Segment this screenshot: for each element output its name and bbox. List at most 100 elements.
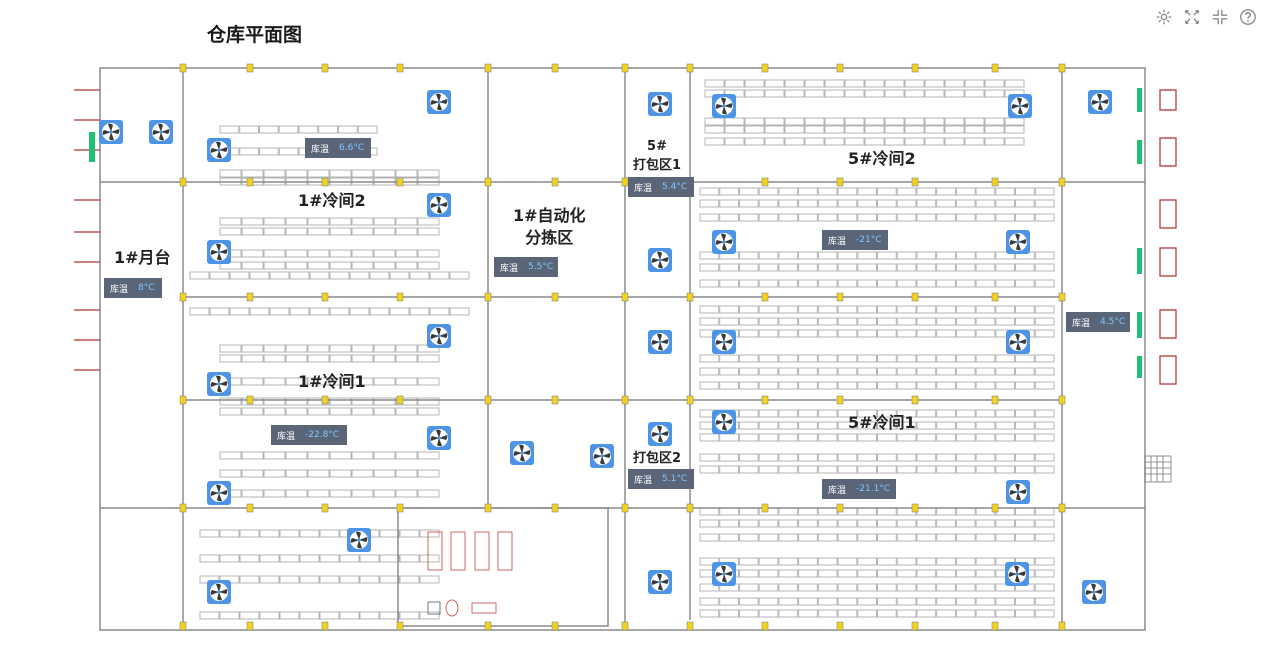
fan-icon[interactable] [427, 426, 451, 450]
fan-icon[interactable] [648, 422, 672, 446]
rack-cell [798, 213, 818, 222]
temp-label: 库温 [500, 263, 519, 274]
rack-cell [824, 117, 845, 126]
zone-5-cold-room-2[interactable]: 5#冷间2 [848, 149, 916, 168]
temp-badge-1-cold-room-1[interactable]: 库温-22.8°C [271, 425, 347, 445]
column-marker [396, 621, 404, 631]
rack-cell [329, 249, 352, 258]
rack-cell [241, 249, 264, 258]
zone-5-cold-room-1[interactable]: 5#冷间1 [848, 413, 916, 432]
rack-cell [784, 137, 805, 146]
fan-icon[interactable] [510, 441, 534, 465]
fan-icon[interactable] [648, 92, 672, 116]
fan-icon[interactable] [1088, 90, 1112, 114]
fan-icon[interactable] [1006, 330, 1030, 354]
rack-cell [1034, 329, 1055, 338]
rack-cell [285, 489, 308, 498]
rack-cell [259, 125, 279, 134]
rack-cell [764, 89, 785, 98]
zone-1-dock[interactable]: 1#月台 [114, 248, 171, 267]
rack-cell [975, 251, 996, 260]
rack-cell [285, 469, 308, 478]
zone-1-auto-sorting[interactable]: 1#自动化 分拣区 [513, 206, 586, 247]
rack-cell [896, 557, 917, 566]
fan-icon[interactable] [1082, 580, 1106, 604]
rack-cell [975, 583, 996, 592]
rack-cell [219, 354, 242, 363]
fan-icon[interactable] [1006, 480, 1030, 504]
fan-icon[interactable] [207, 481, 231, 505]
column-marker [551, 621, 559, 631]
fan-icon[interactable] [590, 444, 614, 468]
fan-icon[interactable] [648, 248, 672, 272]
fan-icon[interactable] [207, 138, 231, 162]
column-marker [246, 292, 254, 302]
fan-icon[interactable] [712, 330, 736, 354]
fan-icon[interactable] [648, 570, 672, 594]
rack-cell [857, 213, 877, 222]
settings-icon[interactable] [1155, 8, 1173, 26]
rack-cell [389, 271, 410, 280]
rack-cell [975, 421, 996, 430]
rack-cell [758, 329, 779, 338]
temp-label: 库温 [828, 485, 847, 496]
rack-cell [916, 279, 937, 288]
rack-cell [995, 367, 1016, 376]
fan-icon[interactable] [427, 324, 451, 348]
page-title: 仓库平面图 [207, 24, 303, 46]
fan-icon[interactable] [427, 90, 451, 114]
fan-icon[interactable] [207, 580, 231, 604]
column-marker [396, 292, 404, 302]
rack-cell [804, 79, 825, 88]
fan-icon[interactable] [347, 528, 371, 552]
temp-value: 5.4°C [662, 182, 688, 192]
rack-cell [1015, 354, 1035, 363]
fan-icon[interactable] [207, 240, 231, 264]
temp-badge-5-cold-room-2[interactable]: 库温-21°C [822, 230, 888, 250]
rack-cell [259, 575, 280, 584]
fan-icon[interactable] [712, 94, 736, 118]
rack-cell [1034, 609, 1055, 618]
rack-cell [699, 187, 720, 196]
fullscreen-icon[interactable] [1183, 8, 1201, 26]
rack-cell [1015, 317, 1035, 326]
fan-icon[interactable] [207, 372, 231, 396]
rack-cell [955, 251, 976, 260]
column-marker [1058, 503, 1066, 513]
rack-cell [373, 397, 396, 406]
rack-cell [877, 583, 897, 592]
rack-cell [936, 213, 956, 222]
help-icon[interactable] [1239, 8, 1257, 26]
fan-icon[interactable] [99, 120, 123, 144]
fan-icon[interactable] [1006, 230, 1030, 254]
fan-icon[interactable] [1008, 94, 1032, 118]
fan-icon[interactable] [427, 193, 451, 217]
rack-cell [699, 583, 720, 592]
fan-icon[interactable] [712, 410, 736, 434]
rack-cell [239, 611, 260, 620]
zone-5-packing-1[interactable]: 5# 打包区1 [633, 139, 682, 173]
zone-1-cold-room-2[interactable]: 1#冷间2 [298, 191, 366, 210]
fan-icon[interactable] [1005, 562, 1029, 586]
column-marker [484, 177, 492, 187]
exit-fullscreen-icon[interactable] [1211, 8, 1229, 26]
rack-cell [263, 397, 286, 406]
column-marker [1058, 292, 1066, 302]
fan-icon[interactable] [712, 230, 736, 254]
temp-badge-5-cold-room-1[interactable]: 库温-21.1°C [822, 479, 896, 499]
rack-cell [704, 125, 725, 134]
fan-icon[interactable] [149, 120, 173, 144]
rack-cell [877, 263, 897, 272]
fan-icon[interactable] [712, 562, 736, 586]
fan-icon[interactable] [648, 330, 672, 354]
zone-1-cold-room-1[interactable]: 1#冷间1 [298, 372, 366, 391]
rack-cell [798, 329, 818, 338]
rack-cell [936, 507, 956, 516]
rack-cell [278, 147, 299, 156]
